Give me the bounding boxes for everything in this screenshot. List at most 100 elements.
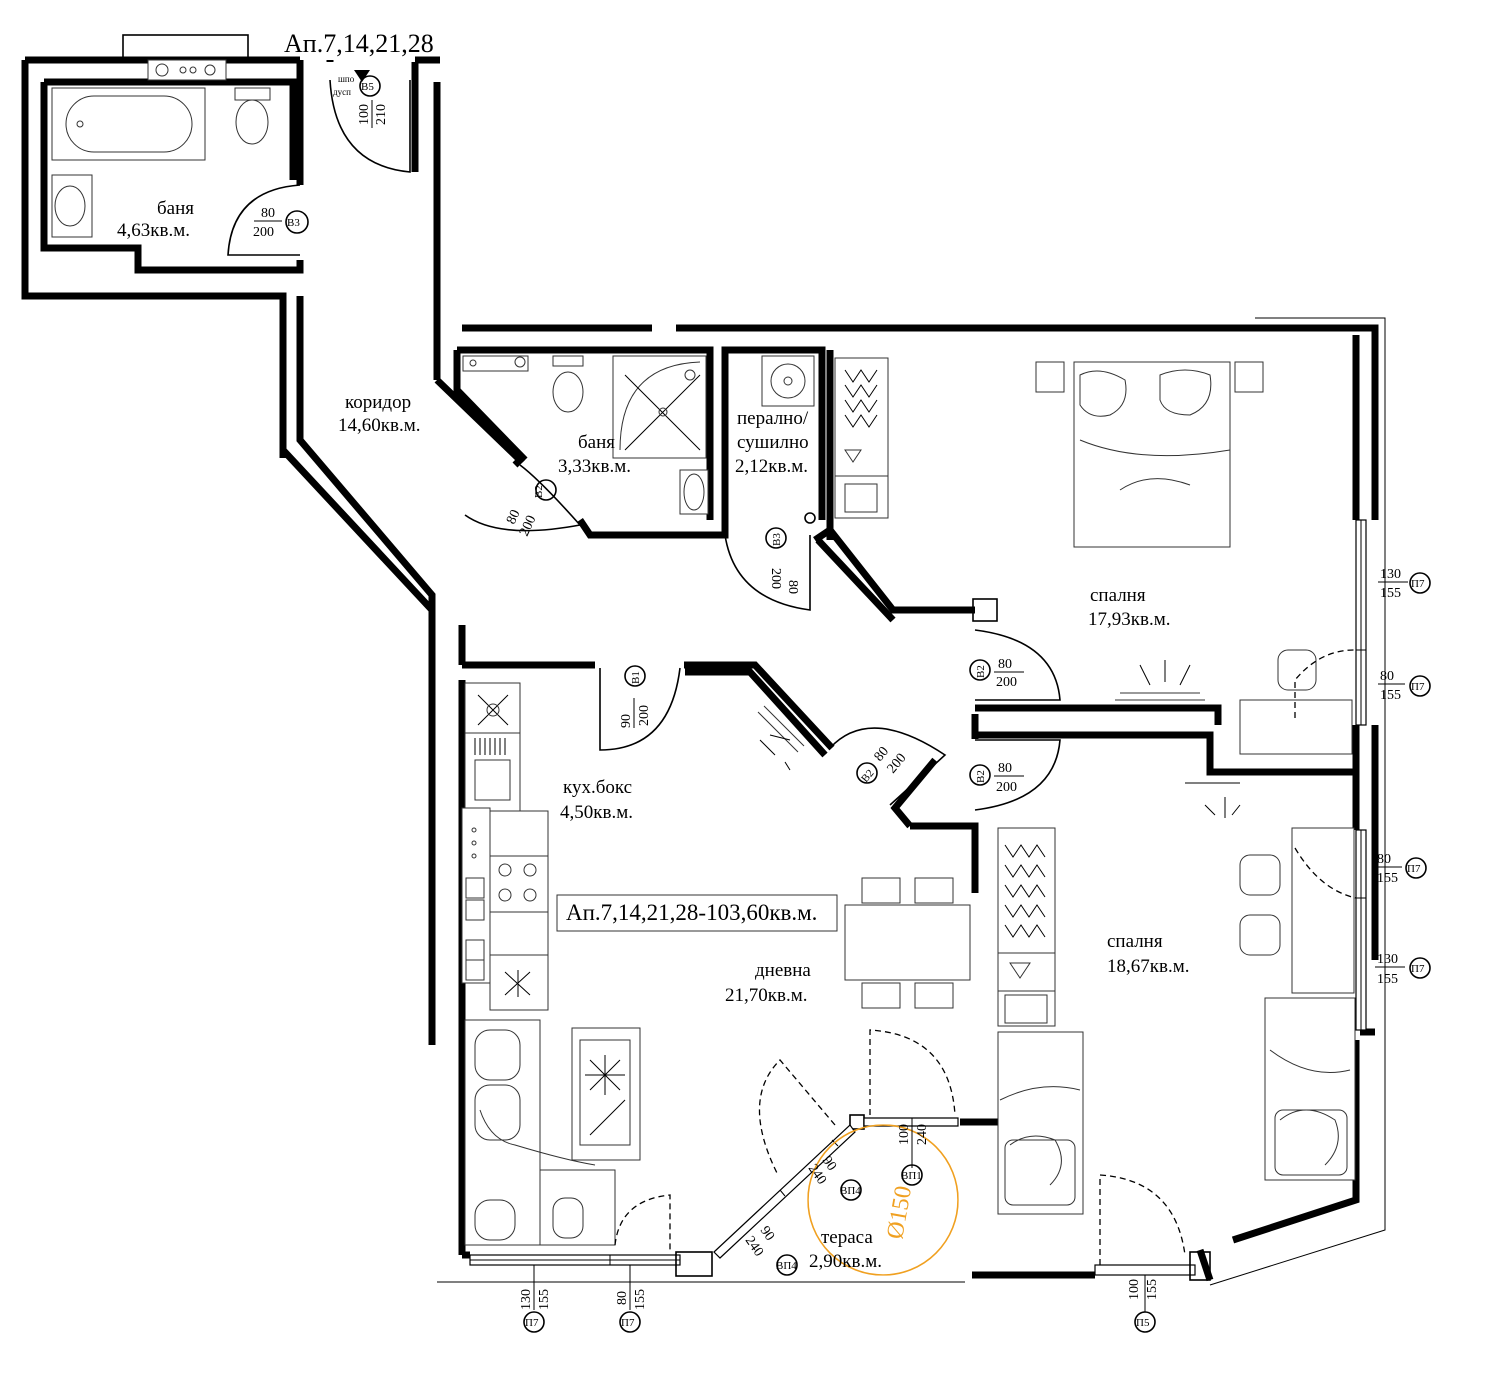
window-tag: ВП4 [776, 1260, 797, 1272]
door-width: 80 [998, 657, 1012, 672]
door-width: 80 [261, 206, 275, 221]
window-width: 100 [1127, 1279, 1142, 1300]
door-height: 210 [374, 104, 389, 125]
cooktop-top [147, 59, 227, 81]
room-name: спалня [1090, 585, 1146, 606]
window-tag: П7 [621, 1317, 635, 1329]
laundry-fixtures [761, 355, 816, 524]
bedroom1-walls [971, 598, 1356, 776]
main-walls [458, 324, 1379, 1282]
room-name: баня [578, 432, 615, 453]
window-label: 130 155 П7 [519, 1265, 552, 1333]
door-tag: В3 [287, 217, 300, 229]
window-tag: П7 [525, 1317, 539, 1329]
window-height: 155 [1377, 871, 1398, 886]
door-height: 200 [996, 780, 1017, 795]
door-note: шпо [338, 74, 355, 84]
window-label: 100 155 П5 [1127, 1275, 1160, 1333]
door-note: дусп [333, 87, 351, 97]
door-label: В1 90 200 [619, 665, 652, 728]
room-name-line2: сушилно [737, 432, 809, 453]
window-width: 80 [615, 1291, 630, 1305]
door-label: В2 80 200 [856, 744, 910, 785]
window-width: 130 [1377, 952, 1398, 967]
sink-top-bathroom [51, 174, 93, 238]
room-area: 4,50кв.м. [560, 802, 633, 823]
room-name: коридор [345, 392, 411, 413]
bedroom1-desk [1115, 649, 1355, 755]
window-tag: П7 [1411, 963, 1425, 975]
bathtub [51, 87, 206, 161]
room-name: баня [157, 198, 194, 219]
door-height: 200 [996, 675, 1017, 690]
window-label: 130 155 П7 [1378, 567, 1431, 601]
window-height: 155 [537, 1289, 552, 1310]
room-name: перално/ [737, 408, 809, 429]
door-tag: В5 [361, 81, 374, 93]
room-area: 3,33кв.м. [558, 456, 631, 477]
door-width: 80 [998, 761, 1012, 776]
door-height: 200 [253, 225, 274, 240]
room-area: 2,12кв.м. [735, 456, 808, 477]
door-width: 90 [619, 714, 634, 728]
window-tag: П7 [1411, 578, 1425, 590]
window-height: 240 [915, 1124, 930, 1145]
ceiling-light-living [757, 705, 805, 771]
window-height: 155 [633, 1289, 648, 1310]
dining-table [844, 877, 971, 1009]
terrace-door-label: 90 240 ВП4 [742, 1224, 798, 1276]
door-label-entry: В5 шпо дусп 100 210 [333, 70, 389, 128]
window-height: 155 [1380, 688, 1401, 703]
door-label: В2 80 200 [504, 479, 557, 539]
door-height: 200 [637, 705, 652, 726]
outer-thin-lines [437, 317, 1386, 1286]
window-width: 130 [519, 1289, 534, 1310]
door-tag: В1 [630, 671, 642, 684]
window-width: 100 [897, 1124, 912, 1145]
room-name: дневна [755, 960, 811, 981]
window-width: 130 [1380, 567, 1401, 582]
window-height: 155 [1380, 586, 1401, 601]
door-label: В2 80 200 [969, 657, 1024, 690]
window-label: 80 155 П7 [615, 1265, 648, 1333]
window-width: 80 [1380, 669, 1394, 684]
living-sofa [464, 1019, 641, 1246]
terrace-diameter: Ø150 [882, 1184, 917, 1241]
summary-box: Ап.7,14,21,28-103,60кв.м. [556, 894, 838, 932]
window-label: 130 155 П7 [1375, 952, 1431, 987]
window-tag: ВП1 [901, 1170, 922, 1182]
bedroom1-wardrobe [834, 357, 889, 519]
bedroom1-bed [1035, 361, 1264, 548]
window-height: 155 [1145, 1279, 1160, 1300]
door-label: В3 80 200 [765, 527, 800, 594]
bathroom-middle-walls [434, 346, 975, 623]
window-tag: П7 [1411, 681, 1425, 693]
window-tag: П7 [1407, 863, 1421, 875]
room-area: 14,60кв.м. [338, 415, 420, 436]
door-swings [227, 79, 1186, 1275]
door-width: 100 [357, 104, 372, 125]
window-tag: ВП4 [840, 1185, 861, 1197]
door-tag: В2 [975, 770, 987, 783]
room-area: 2,90кв.м. [809, 1251, 882, 1272]
door-height: 200 [768, 568, 783, 589]
window-height: 155 [1377, 972, 1398, 987]
bath-middle-fixtures [462, 355, 709, 515]
room-area: 4,63кв.м. [117, 220, 190, 241]
door-width: 80 [785, 580, 800, 594]
window-label: 80 155 П7 [1375, 852, 1427, 886]
room-area: 17,93кв.м. [1088, 609, 1170, 630]
toilet-top-bathroom [234, 87, 271, 145]
bathroom-top-walls [21, 34, 441, 1045]
door-label: 80 200 В3 [253, 206, 309, 240]
door-label: В2 80 200 [969, 761, 1024, 795]
window-label: 80 155 П7 [1378, 669, 1431, 703]
room-name: тераса [821, 1227, 873, 1248]
door-tag: В3 [771, 533, 783, 546]
window-tag: П5 [1136, 1317, 1150, 1329]
door-tag: В2 [533, 485, 545, 498]
room-area: 18,67кв.м. [1107, 956, 1189, 977]
plan-title: Ап.7,14,21,28 [284, 29, 434, 58]
door-width: 80 [504, 508, 524, 527]
